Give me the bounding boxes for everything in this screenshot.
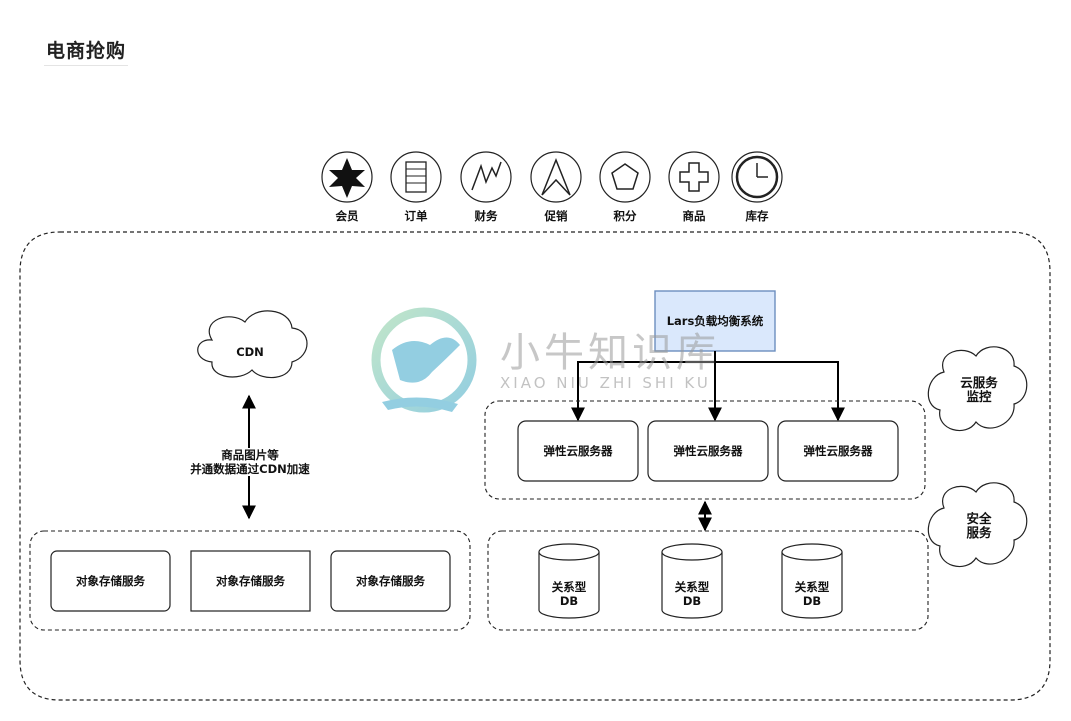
- watermark-text-en: XIAO NIU ZHI SHI KU: [500, 374, 711, 392]
- arrow-up-icon: [530, 151, 582, 203]
- pentagon-icon: [599, 151, 651, 203]
- title-divider: [44, 65, 128, 66]
- icon-label-member: 会员: [335, 209, 359, 223]
- cross-icon: [668, 151, 720, 203]
- ecs-label-2: 弹性云服务器: [673, 444, 743, 458]
- ecs-box-2: [647, 420, 769, 482]
- page-title: 电商抢购: [46, 40, 127, 62]
- db-cylinder-3: [781, 543, 843, 619]
- db-label-3: 关系型 DB: [794, 580, 830, 608]
- db-group: [487, 530, 929, 631]
- icon-label-product: 商品: [682, 209, 706, 223]
- security-label: 安全 服务: [966, 511, 992, 540]
- ecs-box-1: [517, 420, 639, 482]
- ecs-box-3: [777, 420, 899, 482]
- zigzag-icon: [460, 151, 512, 203]
- db-cylinder-2: [661, 543, 723, 619]
- icon-label-finance: 财务: [474, 209, 498, 223]
- icon-label-order: 订单: [404, 209, 428, 223]
- object-storage-box-1: [50, 550, 171, 612]
- cdn-label: CDN: [236, 345, 264, 359]
- ecs-label-1: 弹性云服务器: [543, 444, 613, 458]
- watermark-text-cn: 小牛知识库: [500, 330, 720, 376]
- load-balancer-label: Lars负载均衡系统: [666, 314, 764, 328]
- object-storage-group: [29, 530, 471, 631]
- object-storage-box-2: [190, 550, 311, 612]
- star-icon: [321, 151, 373, 203]
- ecs-group: [484, 400, 926, 500]
- document-icon: [390, 151, 442, 203]
- ecs-label-3: 弹性云服务器: [803, 444, 873, 458]
- security-cloud: [927, 482, 1028, 568]
- object-storage-label-2: 对象存储服务: [216, 574, 285, 588]
- db-cylinder-1: [538, 543, 600, 619]
- db-label-2: 关系型 DB: [674, 580, 710, 608]
- monitor-cloud: [927, 346, 1028, 432]
- cdn-note: 商品图片等 并通数据通过CDN加速: [170, 448, 330, 476]
- outer-container: [19, 231, 1051, 701]
- icon-label-inventory: 库存: [745, 209, 769, 223]
- load-balancer-box: [654, 290, 776, 352]
- cdn-cloud: [197, 310, 308, 379]
- monitor-label: 云服务 监控: [960, 375, 998, 404]
- object-storage-label-3: 对象存储服务: [356, 574, 425, 588]
- clock-icon: [731, 151, 783, 203]
- icon-label-points: 积分: [613, 209, 637, 223]
- icon-label-promotion: 促销: [544, 209, 568, 223]
- db-label-1: 关系型 DB: [551, 580, 587, 608]
- watermark-logo: [371, 307, 477, 413]
- object-storage-box-3: [330, 550, 451, 612]
- object-storage-label-1: 对象存储服务: [76, 574, 145, 588]
